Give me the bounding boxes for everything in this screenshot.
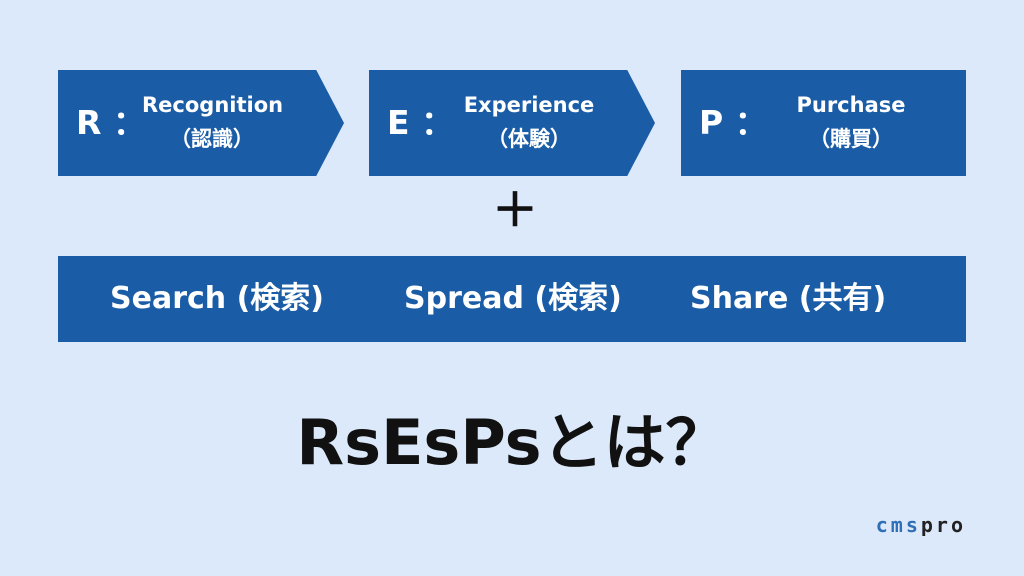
step-word: Experience xyxy=(463,93,595,117)
step-letter: E ： xyxy=(387,103,455,142)
step-word-ja: （体験） xyxy=(487,127,571,151)
step-label: Recognition （認識） xyxy=(142,88,284,156)
s-item-spread: Spread (検索) xyxy=(404,281,622,316)
step-label: Purchase （購買） xyxy=(781,88,921,156)
step-arrow-recognition: R ： Recognition （認識） xyxy=(58,70,344,176)
brand-logo-part-1: cms xyxy=(875,513,921,537)
step-label: Experience （体験） xyxy=(459,88,599,156)
step-word-ja: （購買） xyxy=(809,127,893,151)
step-word: Recognition xyxy=(142,93,284,117)
step-arrow-experience: E ： Experience （体験） xyxy=(369,70,655,176)
s-item-search: Search (検索) xyxy=(110,281,324,316)
step-word-ja: （認識） xyxy=(170,127,254,151)
brand-logo-part-2: pro xyxy=(920,513,966,537)
step-letter: P ： xyxy=(699,103,768,142)
s-actions-bar: Search (検索) Spread (検索) Share (共有) xyxy=(58,256,966,342)
step-letter: R ： xyxy=(76,103,146,142)
page-title: RsEsPsとは？ xyxy=(296,406,728,479)
s-item-share: Share (共有) xyxy=(690,281,887,316)
plus-icon: ＋ xyxy=(492,183,538,237)
step-box-purchase: P ： Purchase （購買） xyxy=(681,70,966,176)
step-word: Purchase xyxy=(796,93,906,117)
brand-logo: cmspro xyxy=(836,514,966,536)
